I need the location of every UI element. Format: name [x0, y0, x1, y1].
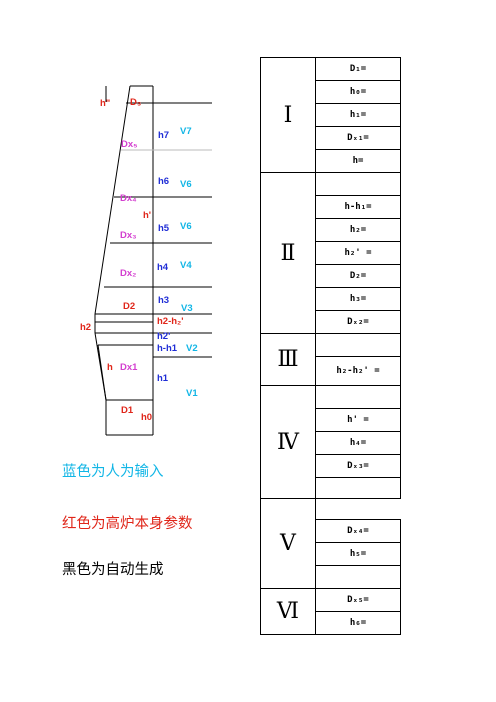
param-cell[interactable]: h₂=	[315, 218, 401, 242]
label-V2: V2	[186, 343, 198, 354]
stage-numeral-5: Ⅴ	[260, 498, 316, 589]
param-cell[interactable]: h=	[315, 149, 401, 173]
param-cell[interactable]	[315, 477, 401, 499]
stage-numeral-3: Ⅲ	[260, 333, 316, 386]
label-D2: D2	[123, 301, 135, 312]
label-h4: h4	[157, 262, 169, 273]
param-cell[interactable]: h₅=	[315, 542, 401, 566]
label-h2-minus-h2p: h2-h₂'	[157, 316, 184, 327]
label-Dx5: Dx₅	[121, 139, 138, 150]
param-cell[interactable]: h₆=	[315, 611, 401, 635]
blank-cell	[316, 499, 401, 520]
param-cell[interactable]: h₀=	[315, 80, 401, 104]
stage-numeral-6: Ⅵ	[260, 588, 316, 635]
param-cell[interactable]	[315, 565, 401, 589]
param-cell[interactable]: h₃=	[315, 287, 401, 311]
label-h: h	[107, 362, 113, 373]
param-cell[interactable]	[315, 172, 401, 196]
legend-blue-text: 蓝色为人为输入	[62, 464, 164, 480]
legend-red-text: 红色为高炉本身参数	[62, 516, 193, 532]
label-V6b: V6	[180, 221, 192, 232]
label-Dx1: Dx1	[120, 362, 138, 373]
label-h5: h5	[158, 223, 170, 234]
label-V6a: V6	[180, 179, 192, 190]
param-cell[interactable]: h' =	[315, 408, 401, 432]
label-V1: V1	[186, 388, 198, 399]
label-h7: h7	[158, 130, 169, 141]
blast-furnace-diagram: h" D₃ h7 V7 Dx₅ h6 V6 Dx₄ h' h5 V6 Dx₃ h…	[80, 85, 212, 436]
param-cell[interactable]: h₄=	[315, 431, 401, 455]
label-V4: V4	[180, 260, 192, 271]
param-cell[interactable]: D₁=	[315, 57, 401, 81]
label-h1: h1	[157, 373, 169, 384]
label-D3: D₃	[130, 97, 141, 108]
param-cell[interactable]: Dₓ₁=	[315, 126, 401, 150]
label-h0: h0	[141, 412, 152, 423]
outer-profile-line	[94, 85, 131, 315]
stage-numeral-1: Ⅰ	[260, 57, 316, 173]
label-D1: D1	[121, 405, 134, 416]
inner-bosh-profile	[97, 344, 107, 401]
label-h-minus-h1: h-h1	[157, 343, 178, 354]
label-Dx2: Dx₂	[120, 268, 136, 279]
param-cell[interactable]: D₂=	[315, 264, 401, 288]
param-cell[interactable]: h₁=	[315, 103, 401, 127]
stage-numeral-4: Ⅳ	[260, 385, 316, 499]
param-cell[interactable]: Dₓ₄=	[315, 519, 401, 543]
param-cell[interactable]	[315, 333, 401, 357]
label-h6: h6	[158, 176, 169, 187]
legend-black-text: 黑色为自动生成	[62, 562, 164, 578]
label-Dx3: Dx₃	[120, 230, 137, 241]
label-V3: V3	[181, 303, 193, 314]
param-cell[interactable]: h₂-h₂' =	[315, 356, 401, 386]
param-cell[interactable]: Dₓ₂=	[315, 310, 401, 334]
param-cell[interactable]: Dₓ₅=	[315, 588, 401, 612]
parameter-table: Ⅰ D₁= h₀= h₁= Dₓ₁= h= Ⅱ h-h₁= h₂= h₂' = …	[260, 57, 401, 635]
label-h2: h2	[80, 322, 91, 333]
label-h-prime: h'	[143, 210, 151, 221]
param-cell[interactable]	[315, 385, 401, 409]
label-h-double-prime: h"	[100, 98, 110, 109]
param-cell[interactable]: Dₓ₃=	[315, 454, 401, 478]
label-h3: h3	[158, 295, 169, 306]
param-cell[interactable]: h-h₁=	[315, 195, 401, 219]
label-Dx4: Dx₄	[120, 193, 137, 204]
stage-numeral-2: Ⅱ	[260, 172, 316, 334]
label-h2-prime: h2'	[157, 331, 170, 342]
label-V7: V7	[180, 126, 192, 137]
param-cell[interactable]: h₂' =	[315, 241, 401, 265]
